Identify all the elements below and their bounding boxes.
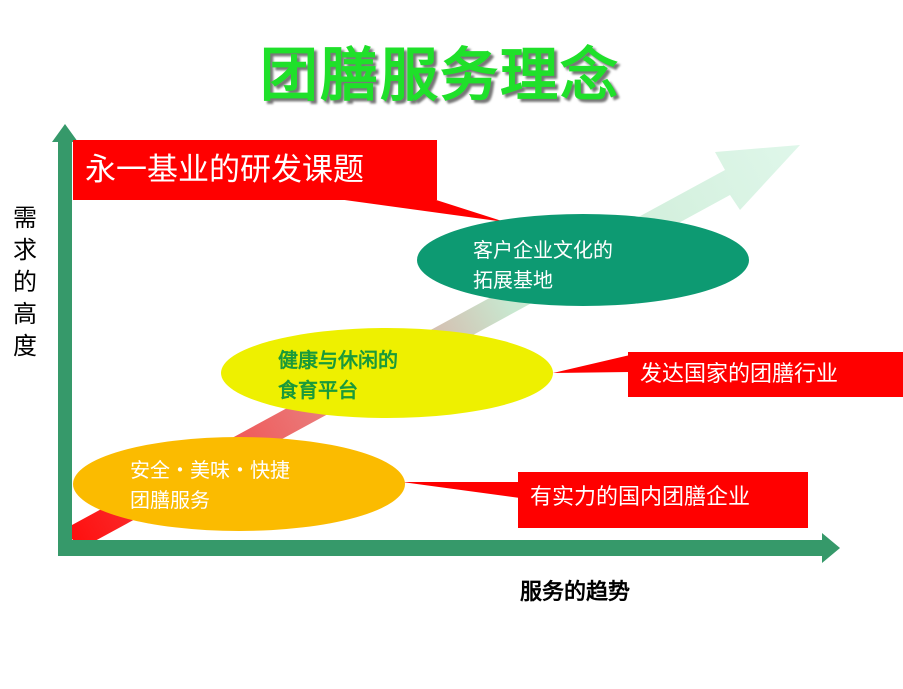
ellipse-stage-3 bbox=[417, 214, 749, 306]
stage-1-text: 安全・美味・快捷 团膳服务 bbox=[130, 455, 290, 515]
callout-tail-top bbox=[330, 198, 505, 222]
callout-top: 永一基业的研发课题 bbox=[73, 140, 437, 200]
x-axis-label: 服务的趋势 bbox=[520, 580, 631, 605]
y-axis-label: 需求的高度 bbox=[13, 204, 37, 360]
stage-2-line-2: 食育平台 bbox=[278, 378, 358, 402]
callout-bottom: 有实力的国内团膳企业 bbox=[518, 472, 808, 528]
ellipse-stage-1 bbox=[73, 437, 405, 531]
ellipse-stage-2 bbox=[221, 328, 553, 418]
x-axis-arrow bbox=[58, 533, 840, 563]
stage-3-text: 客户企业文化的 拓展基地 bbox=[473, 235, 613, 295]
stage-1-line-1: 安全・美味・快捷 bbox=[130, 458, 290, 482]
callout-tail-middle bbox=[553, 355, 630, 373]
stage-3-line-2: 拓展基地 bbox=[473, 268, 553, 292]
stage-2-line-1: 健康与休闲的 bbox=[278, 348, 398, 372]
callout-tail-bottom bbox=[402, 482, 520, 498]
stage-3-line-1: 客户企业文化的 bbox=[473, 238, 613, 262]
page-title: 团膳服务理念 bbox=[259, 41, 620, 109]
stage-2-text: 健康与休闲的 食育平台 bbox=[278, 345, 398, 405]
stage-1-line-2: 团膳服务 bbox=[130, 488, 210, 512]
y-axis-arrow bbox=[52, 124, 78, 556]
callout-middle: 发达国家的团膳行业 bbox=[628, 352, 903, 397]
